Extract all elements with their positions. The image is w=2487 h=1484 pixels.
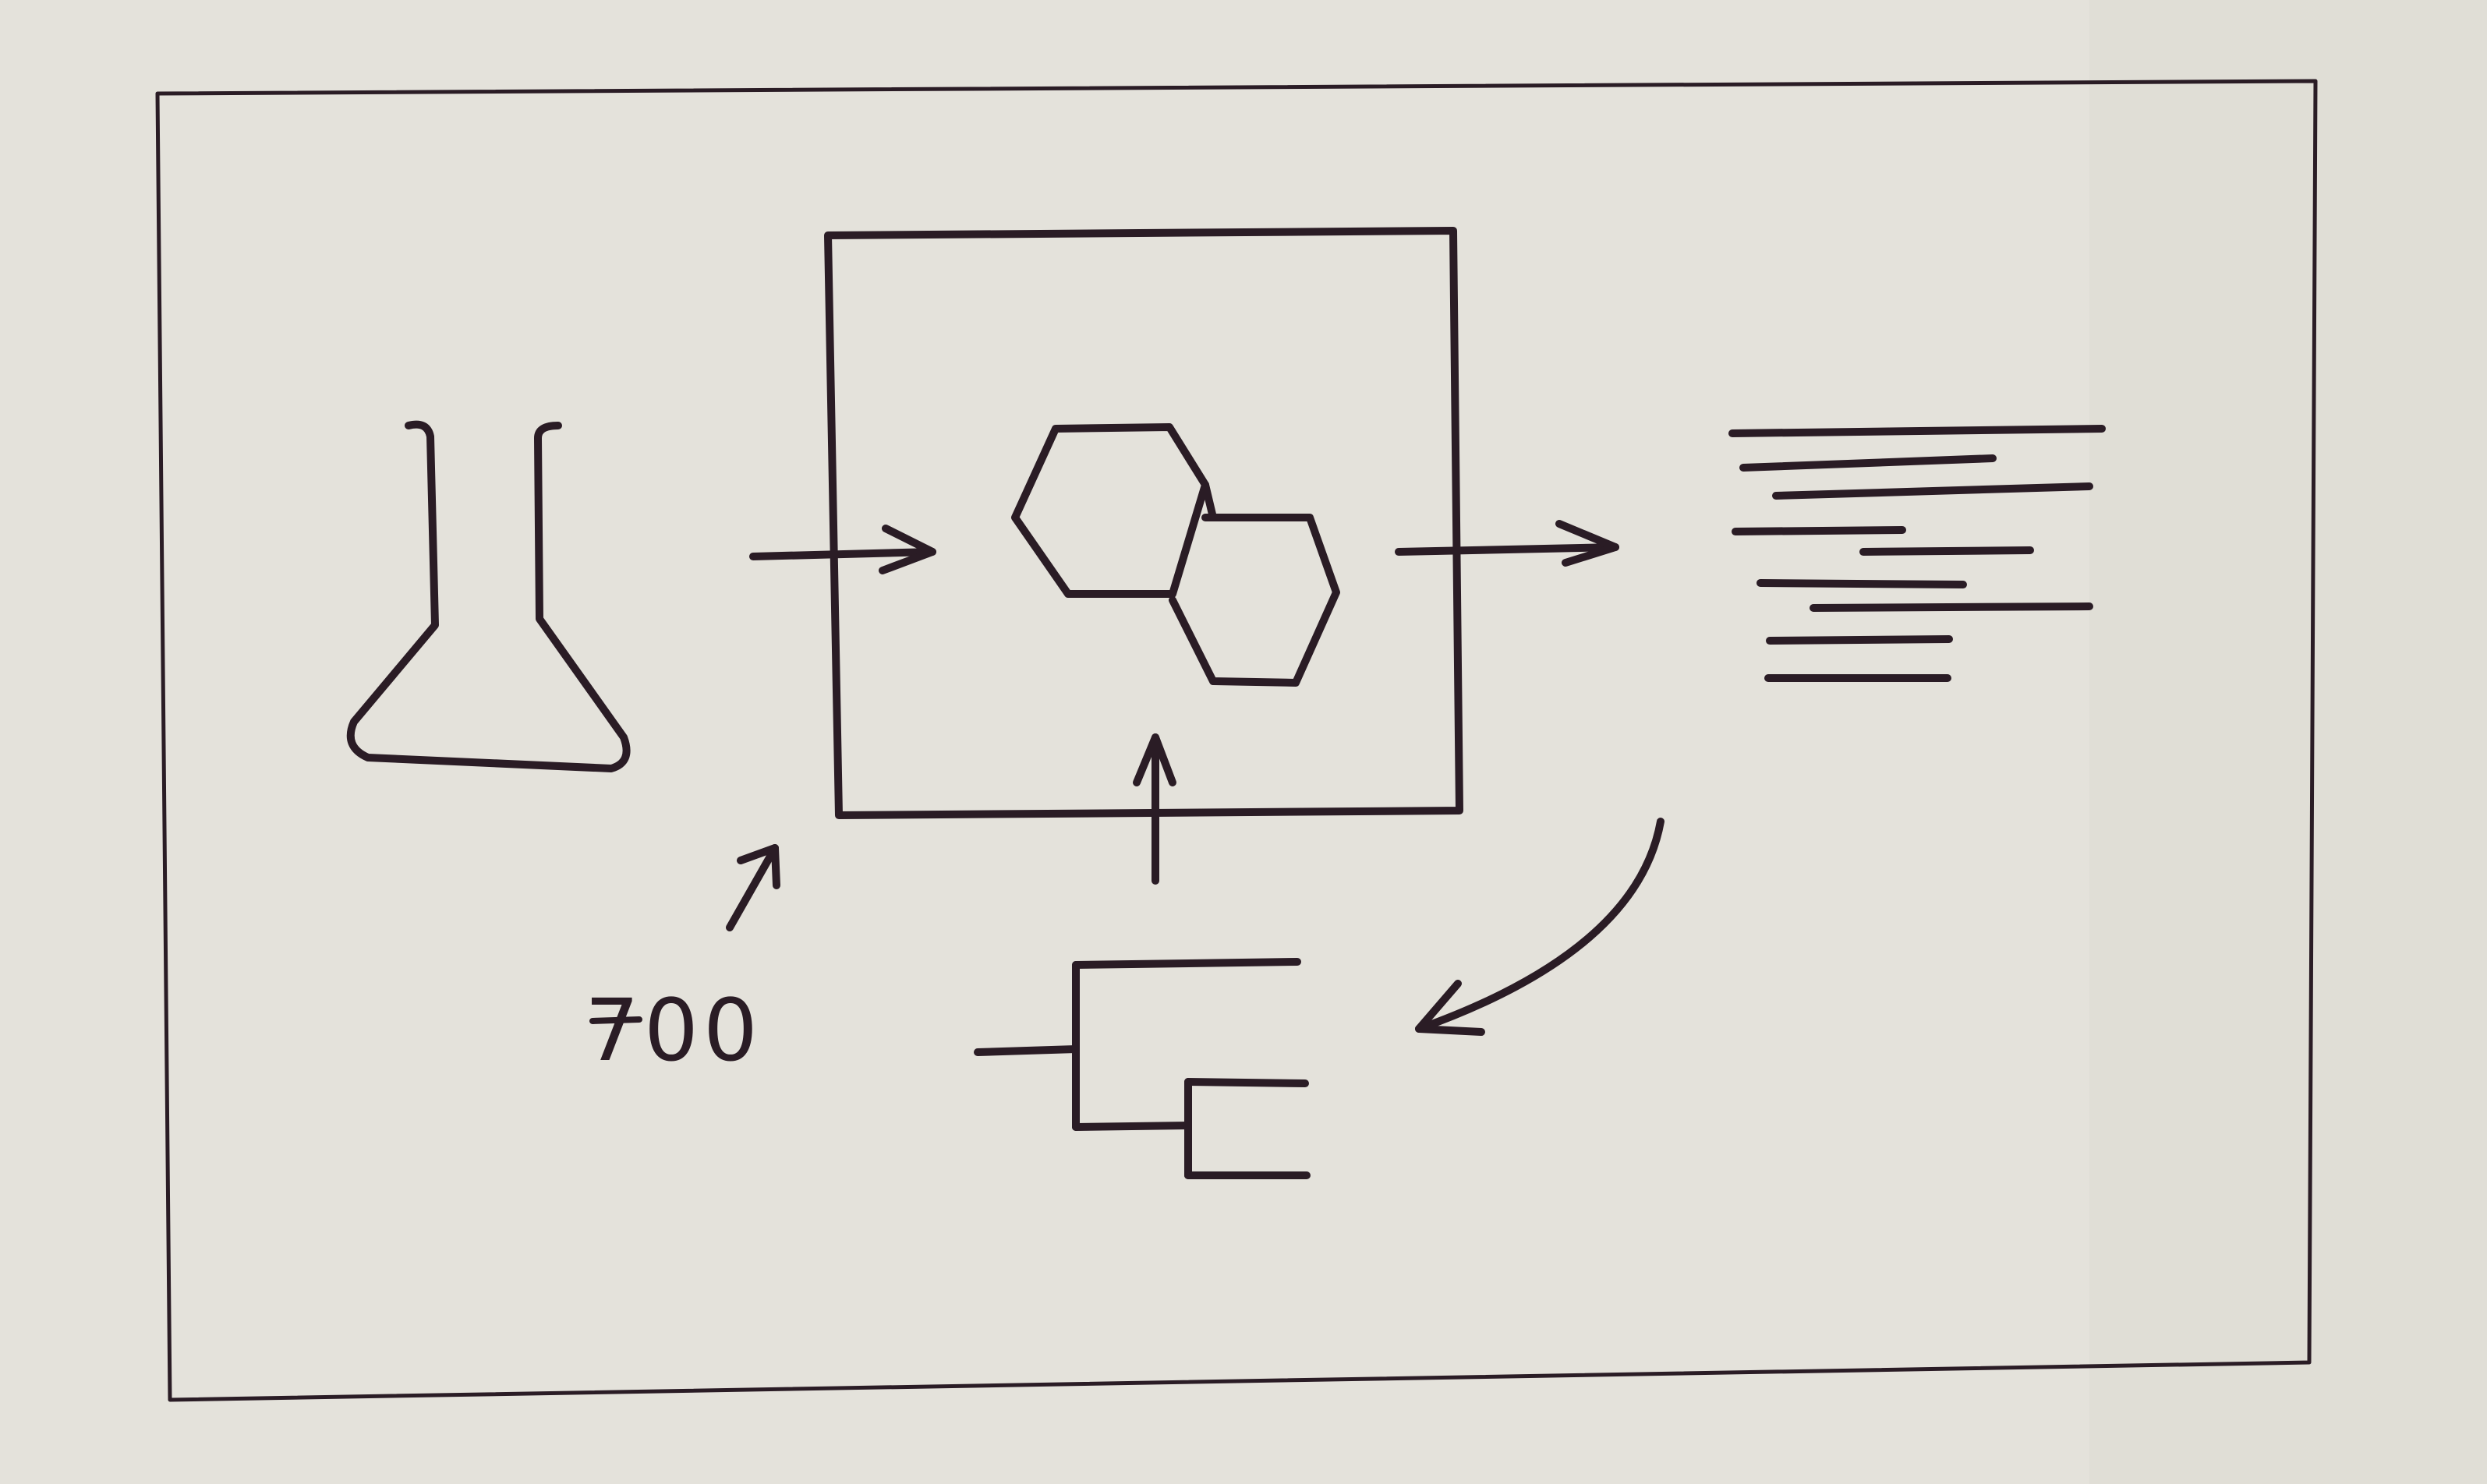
arrow-text-to-tree (1415, 818, 1664, 1036)
arrow-molecule-to-text (1395, 520, 1619, 567)
number-label: 700 (585, 980, 762, 1080)
outer-frame (155, 79, 2318, 1402)
tree-dendrogram-icon (974, 958, 1311, 1179)
number-label-stroke (589, 1016, 642, 1024)
paper-shadow (2089, 0, 2487, 1484)
erlenmeyer-flask-icon (346, 420, 631, 772)
text-lines-icon (1728, 425, 2106, 682)
arrow-flask-to-molecule (749, 525, 936, 574)
molecule-box (824, 227, 1463, 819)
arrow-number-to-molecule (726, 844, 780, 931)
arrow-tree-to-molecule (1133, 733, 1176, 885)
naphthalene-molecule-icon (1011, 423, 1340, 687)
